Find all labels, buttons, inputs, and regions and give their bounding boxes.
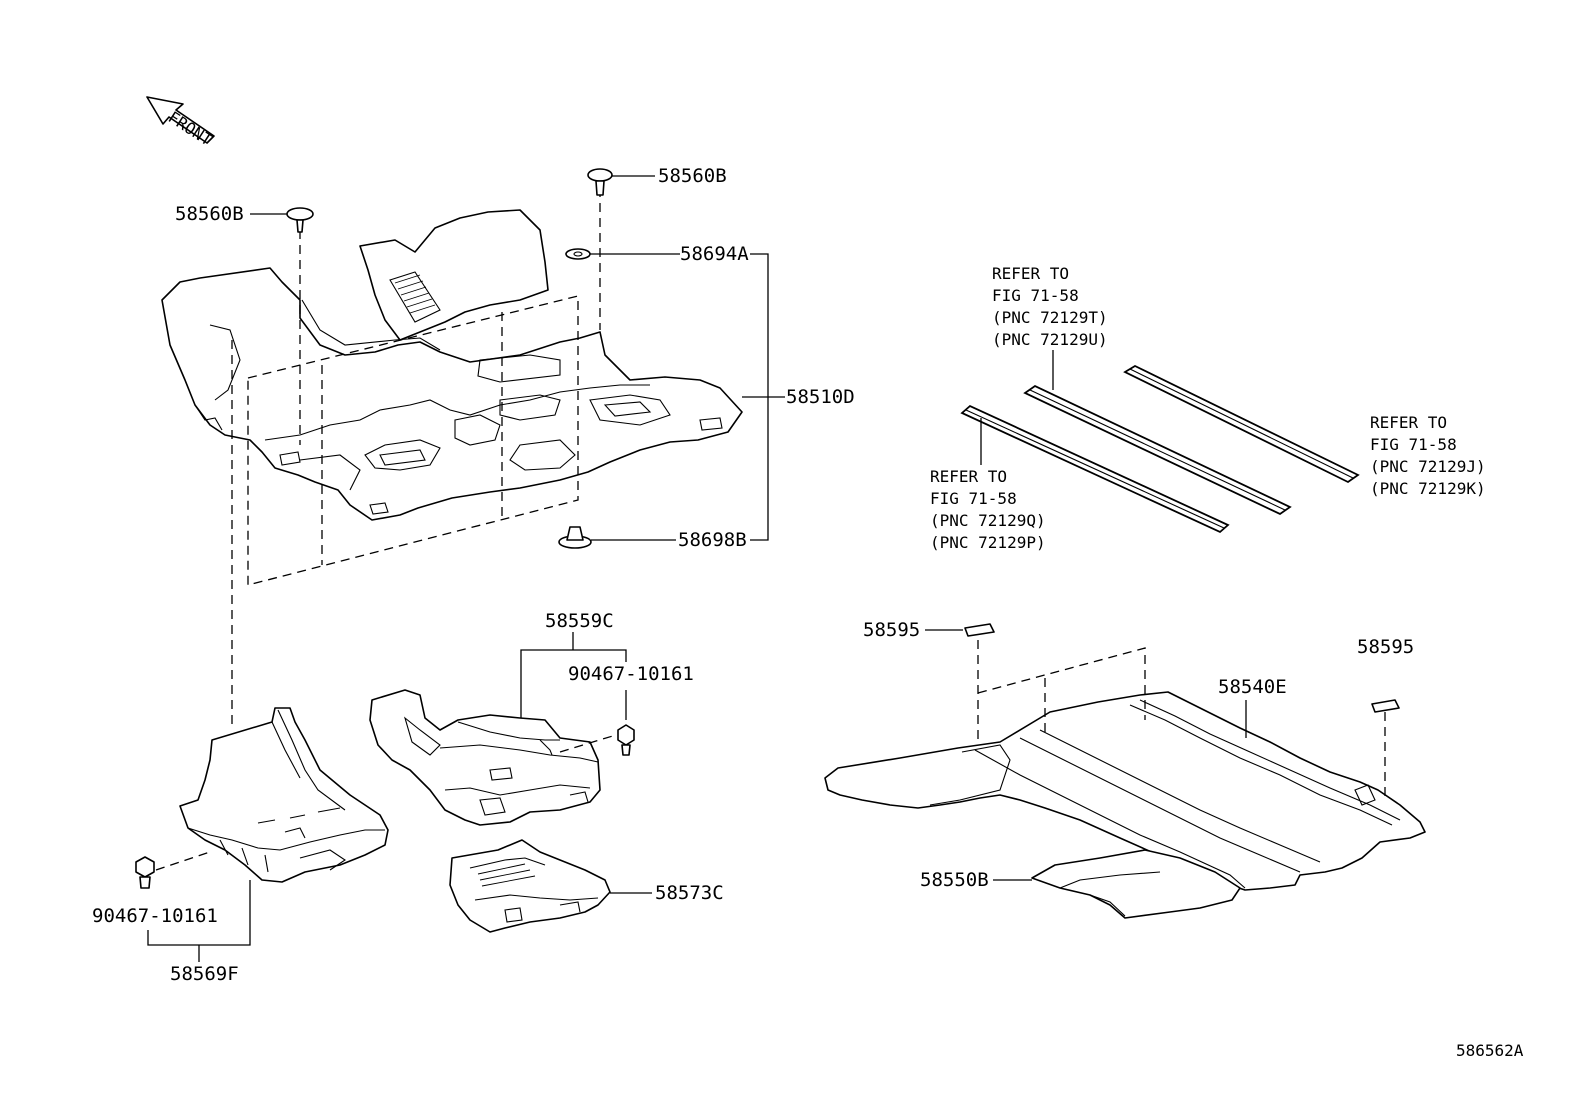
svg-text:REFER TO: REFER TO bbox=[1370, 413, 1447, 432]
svg-text:(PNC 72129Q): (PNC 72129Q) bbox=[930, 511, 1046, 530]
svg-text:(PNC 72129K): (PNC 72129K) bbox=[1370, 479, 1486, 498]
svg-text:(PNC 72129J): (PNC 72129J) bbox=[1370, 457, 1486, 476]
refer-note-top: REFER TO FIG 71-58 (PNC 72129T) (PNC 721… bbox=[992, 264, 1108, 349]
svg-text:(PNC 72129P): (PNC 72129P) bbox=[930, 533, 1046, 552]
label-90467-left: 90467-10161 bbox=[92, 905, 218, 927]
label-58694a: 58694A bbox=[680, 243, 749, 265]
bolt-90467-right bbox=[617, 724, 635, 756]
svg-text:FIG 71-58: FIG 71-58 bbox=[1370, 435, 1457, 454]
label-58569f: 58569F bbox=[170, 963, 239, 985]
floor-carpet-58510d bbox=[161, 209, 743, 521]
svg-text:REFER TO: REFER TO bbox=[930, 467, 1007, 486]
label-58550b: 58550B bbox=[920, 869, 989, 891]
scuff-strip-left bbox=[960, 404, 1230, 534]
label-90467-right: 90467-10161 bbox=[568, 663, 694, 685]
svg-text:FIG 71-58: FIG 71-58 bbox=[930, 489, 1017, 508]
front-arrow-icon bbox=[146, 96, 215, 144]
floor-carpet-58569f bbox=[179, 707, 389, 883]
floor-carpet-58573c bbox=[449, 839, 611, 933]
clip-58560b-left bbox=[286, 207, 314, 233]
clip-58595-left bbox=[964, 623, 995, 637]
floor-mat-58550b bbox=[1031, 849, 1241, 919]
bolt-90467-left bbox=[135, 856, 155, 889]
label-58559c: 58559C bbox=[545, 610, 614, 632]
refer-note-right: REFER TO FIG 71-58 (PNC 72129J) (PNC 721… bbox=[1370, 413, 1486, 498]
refer-note-left: REFER TO FIG 71-58 (PNC 72129Q) (PNC 721… bbox=[930, 467, 1046, 552]
svg-text:(PNC 72129T): (PNC 72129T) bbox=[992, 308, 1108, 327]
grommet-58694a bbox=[565, 248, 591, 260]
svg-text:REFER TO: REFER TO bbox=[992, 264, 1069, 283]
floor-mat-58540e bbox=[824, 691, 1426, 891]
floor-carpet-58559c bbox=[369, 689, 601, 826]
clip-58560b-right bbox=[587, 168, 613, 196]
label-58560b-right: 58560B bbox=[658, 165, 727, 187]
scuff-strip-middle bbox=[1023, 384, 1292, 516]
figure-code: 586562A bbox=[1456, 1041, 1524, 1060]
label-58573c: 58573C bbox=[655, 882, 724, 904]
label-58540e: 58540E bbox=[1218, 676, 1287, 698]
label-58595-right: 58595 bbox=[1357, 636, 1414, 658]
label-58560b-left: 58560B bbox=[175, 203, 244, 225]
scuff-strip-right bbox=[1123, 364, 1360, 484]
clip-58698b bbox=[558, 526, 592, 549]
svg-text:FIG 71-58: FIG 71-58 bbox=[992, 286, 1079, 305]
front-label: FRONT bbox=[165, 107, 216, 149]
label-58595-left: 58595 bbox=[863, 619, 920, 641]
label-58510d: 58510D bbox=[786, 386, 855, 408]
label-58698b: 58698B bbox=[678, 529, 747, 551]
clip-58595-right bbox=[1371, 699, 1400, 713]
svg-text:(PNC 72129U): (PNC 72129U) bbox=[992, 330, 1108, 349]
